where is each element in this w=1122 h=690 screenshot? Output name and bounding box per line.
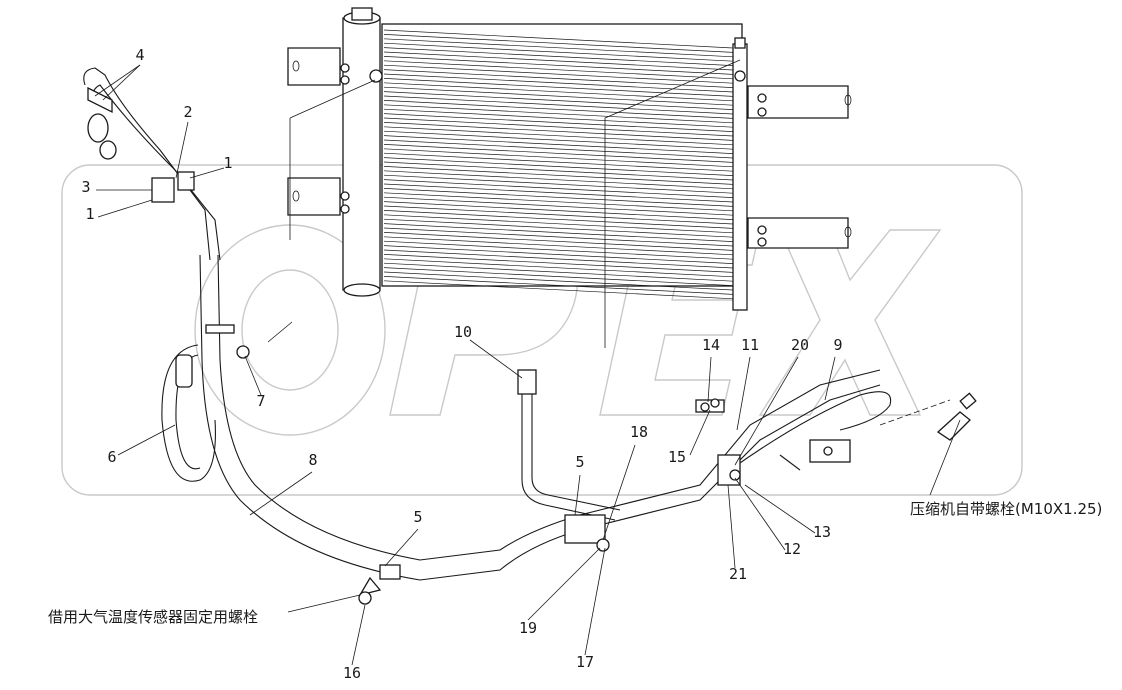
condenser-fin-line xyxy=(383,267,734,286)
condenser-fin-line xyxy=(383,205,734,225)
condenser-fin-line xyxy=(383,192,734,212)
condenser-fin-line xyxy=(383,249,734,269)
callout-c9: 9 xyxy=(833,336,842,354)
condenser-fin-line xyxy=(383,179,734,198)
condenser-fin-line xyxy=(383,42,734,62)
callout-c12: 12 xyxy=(783,540,801,558)
condenser-fin-line xyxy=(383,227,734,247)
condenser-fin-line xyxy=(383,201,734,220)
callout-c17: 17 xyxy=(576,653,594,671)
condenser-fin-line xyxy=(383,214,734,234)
condenser-fin-line xyxy=(383,183,734,203)
leader-lines xyxy=(94,59,961,666)
callout-c21: 21 xyxy=(729,565,747,583)
condenser-fin-line xyxy=(383,157,734,176)
condenser-fin-line xyxy=(383,218,734,238)
condenser-fin-line xyxy=(383,38,734,58)
sensor-bolt-note: 借用大气温度传感器固定用螺栓 xyxy=(48,608,258,626)
condenser-fin-line xyxy=(383,144,734,163)
condenser-fin-line xyxy=(383,139,734,159)
condenser-fin-line xyxy=(383,47,734,66)
condenser-fin-line xyxy=(383,29,734,49)
callout-c14: 14 xyxy=(702,336,720,354)
condenser-fin-line xyxy=(383,148,734,168)
condenser xyxy=(287,7,852,311)
condenser-fin-line xyxy=(383,51,734,71)
condenser-fin-line xyxy=(383,170,734,190)
callout-c15: 15 xyxy=(668,448,686,466)
condenser-fin-line xyxy=(383,240,734,260)
compressor-bolt-note: 压缩机自带螺栓(M10X1.25) xyxy=(910,500,1102,518)
callout-c1a: 1 xyxy=(223,154,232,172)
refrigerant-pipes xyxy=(83,67,977,605)
condenser-fin-line xyxy=(383,135,734,154)
condenser-fin-line xyxy=(383,69,734,88)
callout-c5b: 5 xyxy=(413,508,422,526)
condenser-fin-line xyxy=(383,210,734,229)
condenser-fin-line xyxy=(383,245,734,264)
callout-c18: 18 xyxy=(630,423,648,441)
condenser-fin-line xyxy=(383,108,734,128)
condenser-fin-line xyxy=(383,56,734,75)
condenser-fin-line xyxy=(383,254,734,273)
condenser-fin-line xyxy=(383,196,734,216)
condenser-fins xyxy=(383,29,734,300)
condenser-fin-line xyxy=(383,73,734,93)
condenser-fin-line xyxy=(383,271,734,291)
callout-c4: 4 xyxy=(135,46,144,64)
condenser-fin-line xyxy=(383,60,734,80)
condenser-fin-line xyxy=(383,82,734,102)
condenser-fin-line xyxy=(383,104,734,124)
callout-c5a: 5 xyxy=(575,453,584,471)
condenser-fin-line xyxy=(383,64,734,84)
condenser-fin-line xyxy=(383,174,734,194)
condenser-fin-line xyxy=(383,86,734,106)
condenser-fin-line xyxy=(383,34,734,53)
condenser-fin-line xyxy=(383,117,734,137)
condenser-fin-line xyxy=(383,232,734,251)
condenser-fin-line xyxy=(383,152,734,172)
condenser-fin-line xyxy=(383,130,734,150)
callout-c1b: 1 xyxy=(85,205,94,223)
callout-c13: 13 xyxy=(813,523,831,541)
condenser-fin-line xyxy=(383,161,734,181)
callout-c10: 10 xyxy=(454,323,472,341)
condenser-fin-line xyxy=(383,188,734,207)
callout-c8: 8 xyxy=(308,451,317,469)
callout-c16: 16 xyxy=(343,664,361,682)
condenser-fin-line xyxy=(383,236,734,256)
condenser-fin-line xyxy=(383,122,734,141)
condenser-fin-line xyxy=(383,166,734,185)
callout-c19: 19 xyxy=(519,619,537,637)
condenser-fin-line xyxy=(383,262,734,282)
condenser-fin-line xyxy=(383,100,734,119)
condenser-fin-line xyxy=(383,276,734,295)
condenser-fin-line xyxy=(383,126,734,146)
callout-c2: 2 xyxy=(183,103,192,121)
condenser-fin-line xyxy=(383,258,734,278)
condenser-fin-line xyxy=(383,113,734,132)
condenser-fin-line xyxy=(383,223,734,242)
callout-c7: 7 xyxy=(256,392,265,410)
callout-c11: 11 xyxy=(741,336,759,354)
condenser-fin-line xyxy=(383,95,734,115)
condenser-fin-line xyxy=(383,78,734,97)
condenser-fin-line xyxy=(383,91,734,110)
callout-c20: 20 xyxy=(791,336,809,354)
condenser-fin-line xyxy=(383,280,734,300)
callout-c6: 6 xyxy=(107,448,116,466)
callout-c3: 3 xyxy=(81,178,90,196)
